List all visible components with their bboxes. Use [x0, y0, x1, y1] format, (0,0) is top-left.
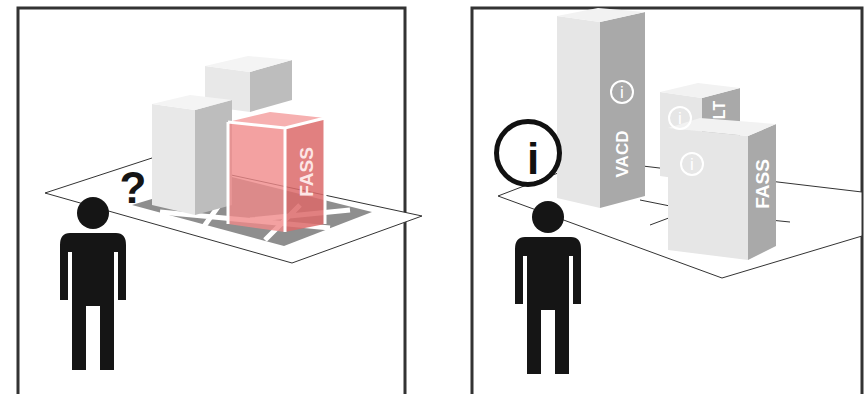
- info-circle: i: [494, 119, 562, 187]
- building-face: [152, 95, 232, 110]
- building: i FASS: [668, 122, 776, 260]
- info-icon: i: [680, 152, 704, 176]
- building-face: [748, 124, 776, 260]
- person: [515, 201, 581, 374]
- highlight-building: [285, 118, 325, 232]
- building-face: [152, 104, 195, 215]
- building-face: [668, 128, 748, 260]
- person-head: [77, 197, 109, 229]
- person-head: [532, 201, 564, 233]
- highlight-edges: [228, 118, 325, 232]
- person-body: [515, 237, 581, 374]
- building-face: [600, 12, 645, 208]
- building-face: [205, 56, 292, 72]
- building-label: FASS: [753, 159, 772, 209]
- building: VACD i: [600, 22, 645, 202]
- person-body: [60, 233, 126, 370]
- building-face: [195, 100, 232, 215]
- building-label: i: [527, 137, 539, 181]
- building-label: VACD: [614, 131, 631, 178]
- info-icon: i: [610, 80, 634, 104]
- building-label: FASS: [297, 147, 316, 197]
- info-icon: i: [668, 106, 692, 130]
- highlight-building: [228, 122, 285, 232]
- panel-frame: [472, 8, 862, 394]
- question-mark: ?: [120, 166, 147, 210]
- building-face: [557, 16, 600, 208]
- building-face: [557, 8, 645, 22]
- highlighted-building: FASS: [285, 120, 327, 230]
- building-face: [668, 118, 776, 136]
- building-face: [660, 83, 740, 98]
- person: [60, 197, 126, 370]
- building: i LT: [660, 88, 740, 176]
- building-label: LT: [712, 101, 728, 119]
